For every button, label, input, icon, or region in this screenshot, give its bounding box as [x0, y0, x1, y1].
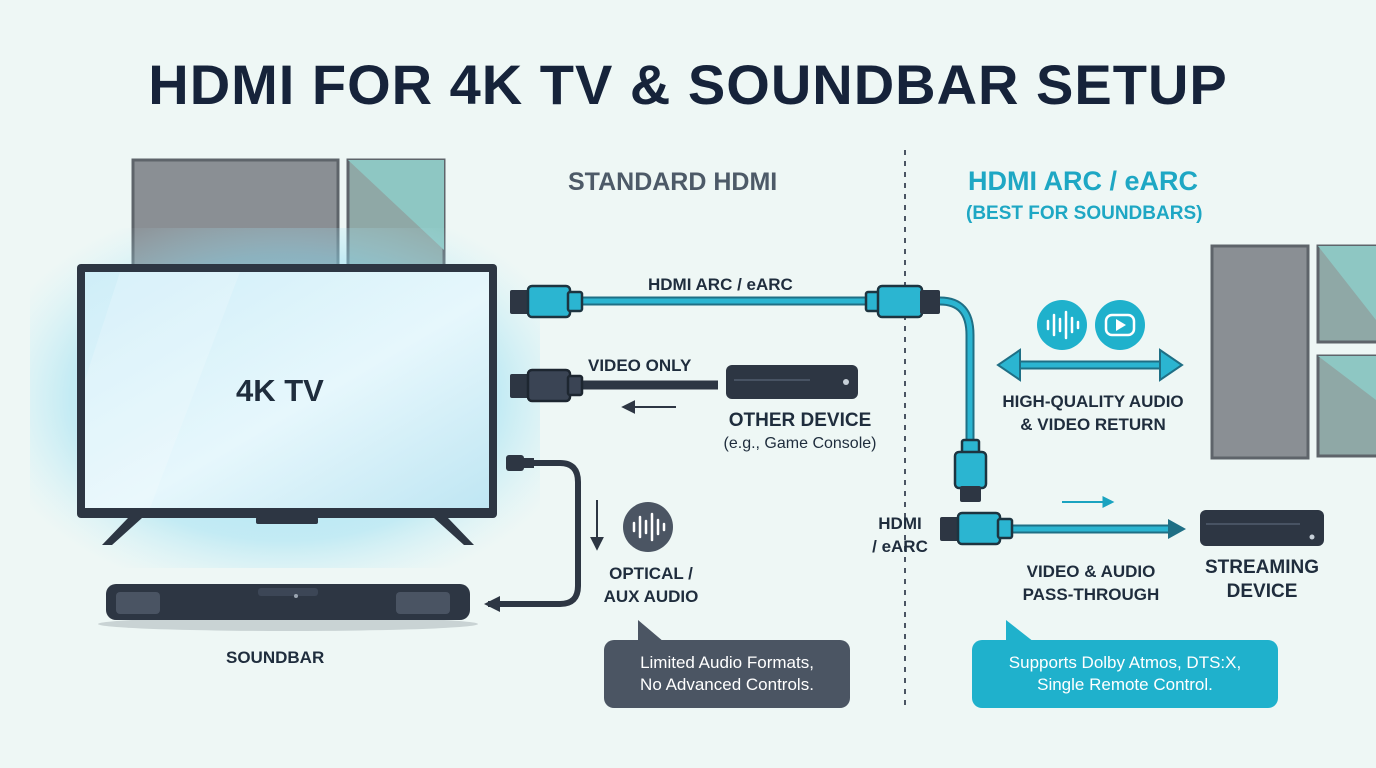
hdmi-label-2: / eARC: [872, 537, 928, 556]
streaming-label-2: DEVICE: [1226, 581, 1298, 602]
hdmi-connector-icon: [864, 284, 940, 319]
streaming-label-1: STREAMING: [1205, 557, 1319, 578]
play-icon: [1095, 300, 1145, 350]
tv-label: 4K TV: [236, 373, 324, 408]
hdmi-label-1: HDMI: [878, 514, 922, 533]
hdmi-connector-icon: [940, 511, 1014, 546]
background-panels-right: [1210, 244, 1376, 460]
standard-note-line-2: No Advanced Controls.: [640, 675, 814, 694]
standard-note-line-1: Limited Audio Formats,: [640, 653, 814, 672]
arc-note-line-2: Single Remote Control.: [1037, 675, 1213, 694]
passthrough-cable: [1010, 519, 1186, 539]
passthrough-label-2: PASS-THROUGH: [1022, 585, 1160, 604]
bubble-tail: [638, 620, 664, 642]
optical-caption: OPTICAL / AUX AUDIO: [590, 562, 712, 608]
section-arc-heading: HDMI ARC / eARC: [968, 166, 1199, 196]
other-device-label: OTHER DEVICE: [728, 410, 872, 431]
streaming-device: [1200, 510, 1324, 546]
optical-label-2: AUX AUDIO: [603, 587, 699, 606]
return-label-2: & VIDEO RETURN: [1020, 415, 1166, 434]
standard-note-bubble: Limited Audio Formats, No Advanced Contr…: [604, 640, 850, 708]
tv-leg-right: [434, 518, 474, 545]
return-label-1: HIGH-QUALITY AUDIO: [1002, 392, 1184, 411]
tv-leg-left: [102, 518, 142, 545]
soundbar-label: SOUNDBAR: [226, 648, 325, 667]
hdmi-arc-cable-top: [582, 296, 975, 442]
optical-cable: [484, 455, 581, 612]
audio-wave-icon: [1037, 300, 1087, 350]
page-title: HDMI FOR 4K TV & SOUNDBAR SETUP: [148, 53, 1228, 116]
audio-wave-icon: [623, 502, 673, 552]
tv-screen: [85, 272, 489, 508]
video-only-cable: [510, 368, 718, 403]
passthrough-label-1: VIDEO & AUDIO: [1026, 562, 1156, 581]
return-caption: HIGH-QUALITY AUDIO & VIDEO RETURN: [982, 390, 1204, 436]
soundbar: [98, 584, 478, 631]
hdmi-connector-icon: [953, 438, 988, 502]
other-device: [726, 365, 858, 399]
section-arc-subheading: (BEST FOR SOUNDBARS): [966, 203, 1203, 224]
section-standard-heading: STANDARD HDMI: [568, 168, 778, 196]
video-only-label: VIDEO ONLY: [588, 356, 692, 375]
other-device-caption: OTHER DEVICE (e.g., Game Console): [700, 410, 900, 453]
hdmi-caption: HDMI / eARC: [860, 512, 940, 558]
bubble-tail: [1006, 620, 1034, 642]
other-device-sub: (e.g., Game Console): [723, 435, 877, 452]
passthrough-caption: VIDEO & AUDIO PASS-THROUGH: [996, 560, 1186, 606]
arc-note-bubble: Supports Dolby Atmos, DTS:X, Single Remo…: [972, 640, 1278, 708]
top-cable-label: HDMI ARC / eARC: [648, 275, 793, 294]
arc-note-line-1: Supports Dolby Atmos, DTS:X,: [1008, 653, 1242, 672]
streaming-caption: STREAMING DEVICE: [1196, 556, 1328, 604]
double-arrow-icon: [996, 348, 1184, 382]
tv: [30, 228, 540, 568]
optical-label-1: OPTICAL /: [609, 564, 693, 583]
hdmi-connector-icon: [510, 284, 584, 319]
